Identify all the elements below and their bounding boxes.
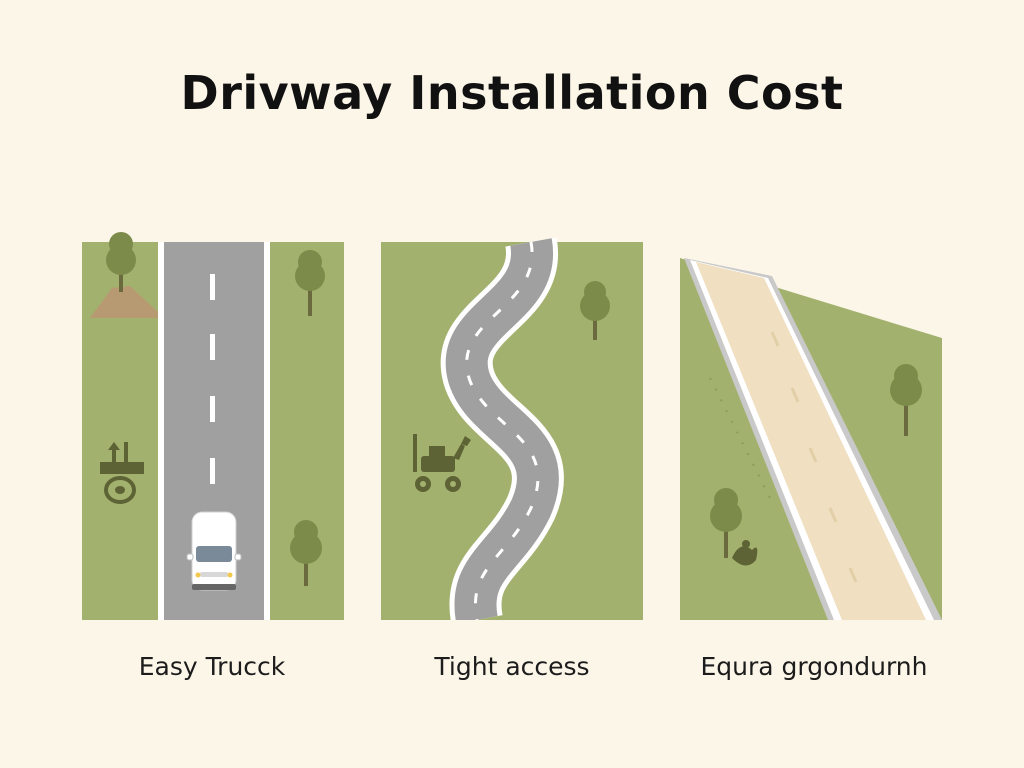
panel-equra-grgondurnh [680, 228, 942, 620]
tree-icon [890, 364, 922, 436]
center-dashes [465, 241, 540, 620]
tree-icon [580, 281, 610, 340]
truck-icon [186, 511, 242, 591]
caption-equra-grgondurnh: Equra grgondurnh [700, 652, 928, 681]
tractor-icon [413, 434, 471, 492]
caption-easy-truck: Easy Trucck [138, 652, 286, 681]
dirt-mound-icon [90, 286, 158, 318]
tree-icon [290, 520, 322, 586]
center-dashes [770, 331, 858, 583]
tree-icon [295, 250, 325, 316]
tree-icon [106, 232, 136, 292]
straight-road-illustration [82, 232, 344, 620]
page-title: Drivway Installation Cost [180, 66, 844, 120]
bush-icon [732, 540, 758, 566]
panel-tight-access [381, 228, 643, 620]
tree-icon [710, 488, 742, 558]
caption-tight-access: Tight access [434, 652, 590, 681]
curvy-road-illustration [381, 237, 643, 620]
center-dashes [210, 274, 215, 484]
angled-driveway-illustration [680, 258, 942, 620]
panel-easy-truck [82, 228, 344, 620]
sign-icon [100, 442, 144, 474]
gravel-driveway [696, 262, 926, 620]
tire-icon [104, 476, 136, 504]
